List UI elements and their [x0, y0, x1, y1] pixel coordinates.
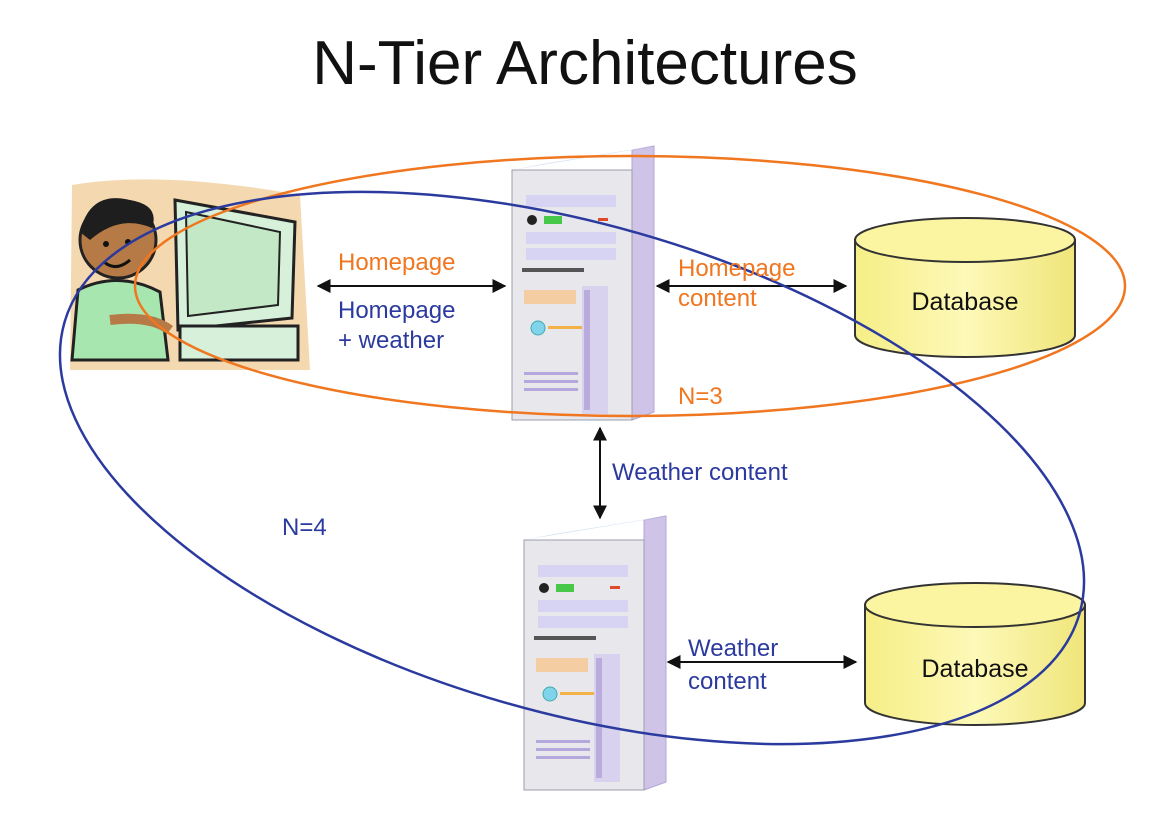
database-icon: Database	[864, 582, 1086, 726]
homepage-weather-label-2: + weather	[338, 327, 444, 354]
weather-content-label2-1: Weather	[688, 635, 778, 662]
n4-label: N=4	[282, 514, 327, 541]
server-icon	[523, 515, 667, 791]
n3-label: N=3	[678, 383, 723, 410]
database-label-bottom: Database	[921, 655, 1028, 683]
weather-content-label2-2: content	[688, 668, 767, 695]
homepage-content-label-2: content	[678, 285, 757, 312]
homepage-content-label-1: Homepage	[678, 255, 795, 282]
server-icon	[511, 145, 655, 421]
homepage-label: Homepage	[338, 249, 455, 276]
homepage-weather-label-1: Homepage	[338, 297, 455, 324]
database-icon: Database	[854, 217, 1076, 358]
database-label-top: Database	[911, 288, 1018, 316]
user-at-computer-icon	[70, 179, 310, 370]
weather-content-label: Weather content	[612, 459, 788, 486]
n3-boundary	[133, 154, 1127, 418]
n4-boundary	[58, 190, 1086, 746]
page-title: N-Tier Architectures	[312, 29, 858, 98]
